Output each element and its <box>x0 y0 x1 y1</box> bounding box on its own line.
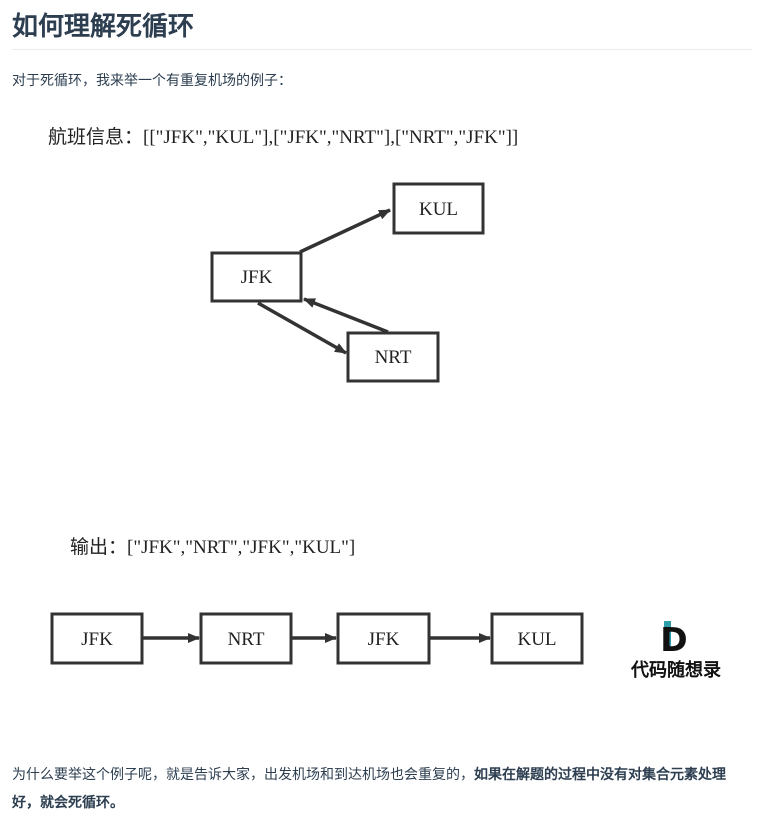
title-divider <box>12 49 752 50</box>
graph-edges <box>257 208 391 355</box>
path-node-2: NRT <box>199 612 293 665</box>
logo-text: 代码随想录 <box>630 659 721 681</box>
path-node-1-label: JFK <box>81 629 113 650</box>
page-title: 如何理解死循环 <box>12 12 195 42</box>
edge-jfk-kul <box>299 208 391 254</box>
logo-teal-bar <box>664 621 671 651</box>
graph-node-kul-label: KUL <box>419 199 458 220</box>
flights-label: 航班信息：[["JFK","KUL"],["JFK","NRT"],["NRT"… <box>48 126 518 148</box>
edge-nrt-jfk <box>303 297 389 334</box>
path-node-3: JFK <box>336 612 431 665</box>
conclusion-paragraph: 为什么要举这个例子呢，就是告诉大家，出发机场和到达机场也会重复的，如果在解题的过… <box>12 761 752 817</box>
logo: D 代码随想录 <box>630 620 721 681</box>
graph-node-nrt-label: NRT <box>375 347 412 368</box>
path-node-4-label: KUL <box>517 629 556 650</box>
graph-node-jfk: JFK <box>210 251 303 303</box>
conclusion-emphasis: 如果在解题的过程中没有对集合元素处理好，就会死循环。 <box>12 767 726 811</box>
intro-paragraph: 对于死循环，我来举一个有重复机场的例子： <box>12 73 292 89</box>
edge-jfk-nrt <box>257 301 347 355</box>
path-node-3-label: JFK <box>368 629 400 650</box>
path-node-1: JFK <box>50 612 144 665</box>
itinerary-figure: 航班信息：[["JFK","KUL"],["JFK","NRT"],["NRT"… <box>48 126 721 681</box>
output-label: 输出：["JFK","NRT","JFK","KUL"] <box>70 536 355 558</box>
path-node-4: KUL <box>490 612 584 665</box>
logo-letter: D <box>660 620 687 659</box>
graph-node-nrt: NRT <box>346 331 440 383</box>
conclusion-text: 为什么要举这个例子呢，就是告诉大家，出发机场和到达机场也会重复的， <box>12 767 474 783</box>
graph-node-jfk-label: JFK <box>241 267 273 288</box>
path-node-2-label: NRT <box>228 629 265 650</box>
graph-node-kul: KUL <box>392 182 485 235</box>
